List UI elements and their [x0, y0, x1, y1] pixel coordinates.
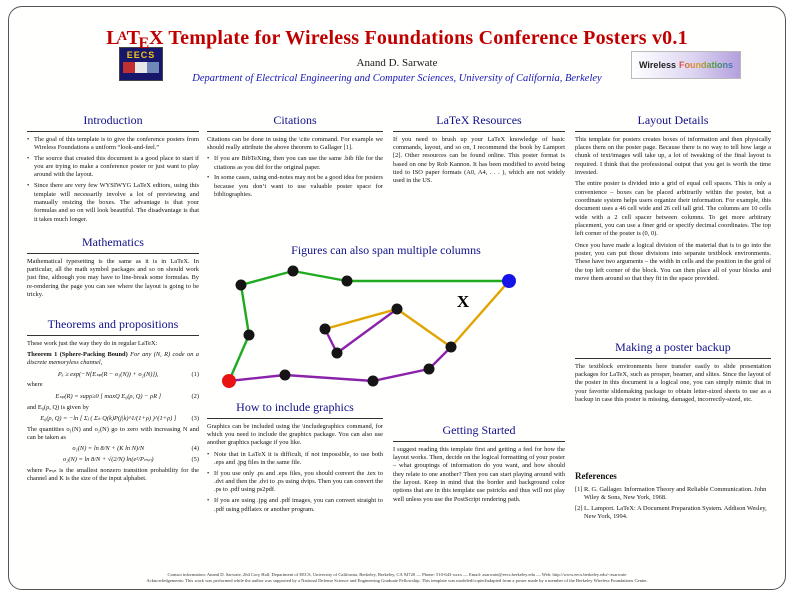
theorem-text: For any (N, R) code on a discrete memory… [27, 350, 199, 367]
poster-title: LATEX Template for Wireless Foundations … [9, 27, 785, 53]
theorems-quantities: The quantities o₁(N) and o₂(N) go to zer… [27, 425, 199, 442]
equation-3-number: (3) [191, 414, 199, 422]
layout-details-paragraph-2: The entire poster is divided into a grid… [575, 180, 771, 238]
section-graphics: How to include graphics Graphics can be … [207, 400, 383, 516]
getting-started-body: I suggest reading this template first an… [393, 445, 565, 503]
author-affiliation: Department of Electrical Engineering and… [192, 73, 602, 84]
theorem-statement: Theorem 1 (Sphere-Packing Bound) For any… [27, 351, 199, 368]
intro-bullet-3-text: Since there are very few WYSIWYG LaTeX e… [34, 182, 199, 223]
graphics-bullet-3: If you are using .jpg and .pdf images, y… [207, 497, 383, 514]
equation-5-number: (5) [191, 456, 199, 464]
citations-bullet-1: If you are BibTeXing, then you can use t… [207, 155, 383, 172]
section-introduction: Introduction The goal of this template i… [27, 113, 199, 226]
graphics-bullet-2: If you use only .ps and .eps files, you … [207, 470, 383, 495]
reference-item-1: [1] R. G. Gallager. Information Theory a… [575, 485, 767, 502]
eecs-logo-text: EECS [126, 50, 156, 60]
poster-title-text: Template for Wireless Foundations Confer… [163, 27, 688, 49]
wireless-foundations-logo: Wireless Foundations [631, 51, 741, 79]
citations-bullet-1-text: If you are BibTeXing, then you can use t… [214, 155, 383, 171]
eecs-logo-graphic [123, 62, 159, 73]
layout-details-paragraph-1: This template for posters creates boxes … [575, 135, 771, 176]
equation-4: o₁(N) = ln 8/N + (K ln N)/N (4) [27, 445, 199, 453]
layout-details-title: Layout Details [575, 113, 771, 132]
citations-paragraph: Citations can be done in using the \cite… [207, 135, 383, 151]
latex-logo-t: T [126, 27, 141, 49]
graphics-title: How to include graphics [207, 400, 383, 419]
section-theorems: Theorems and propositions These work jus… [27, 317, 199, 487]
wf-logo-word1: Wireless [639, 60, 676, 70]
equation-2: Eₛₚ(R) = supρ≥0 [ maxQ E₀(ρ, Q) − ρR ] (2… [27, 393, 199, 401]
citations-title: Citations [207, 113, 383, 132]
section-getting-started: Getting Started I suggest reading this t… [393, 423, 565, 507]
latex-logo-e: E [138, 34, 150, 52]
intro-bullet-2: The source that created this document is… [27, 155, 199, 180]
latex-logo-x: X [148, 27, 164, 49]
mathematics-body: Mathematical typesetting is the same as … [27, 257, 199, 298]
equation-2-formula: Eₛₚ(R) = supρ≥0 [ maxQ E₀(ρ, Q) − ρR ] [55, 392, 162, 400]
equation-3: E₀(ρ, Q) = −ln [ Σⱼ ( Σₖ Q(k)P(j|k)^1/(1… [27, 415, 199, 423]
reference-item-2: [2] L. Lamport. LaTeX: A Document Prepar… [575, 504, 767, 521]
theorems-intro: These work just the way they do in regul… [27, 339, 158, 347]
backup-body: The textblock environments here transfer… [575, 362, 771, 403]
equation-2-number: (2) [191, 392, 199, 400]
latex-logo-l: L [106, 27, 120, 49]
eecs-logo-red-block [123, 62, 135, 73]
intro-bullet-1-text: The goal of this template is to give the… [34, 135, 199, 151]
eecs-logo: EECS [119, 47, 163, 81]
equation-1-number: (1) [191, 370, 199, 378]
footer-contact-line: Contact information: Anand D. Sarwate, 2… [167, 571, 627, 577]
equation-4-formula: o₁(N) = ln 8/N + (K ln N)/N [72, 445, 145, 453]
theorem-label: Theorem 1 (Sphere-Packing Bound) [27, 350, 128, 358]
graphics-bullet-1-text: Note that in LaTeX it is difficult, if n… [214, 450, 383, 466]
graph-figure: X [207, 263, 565, 393]
layout-details-paragraph-3: Once you have made a logical division of… [575, 241, 771, 282]
equation-1-formula: Pₑ ≥ exp(−N{Eₛₚ(R − o₁(N)) + o₂(N)}), [57, 370, 159, 378]
section-latex-resources: LaTeX Resources If you need to brush up … [393, 113, 565, 189]
poster-footer: Contact information: Anand D. Sarwate, 2… [37, 572, 757, 585]
section-citations: Citations Citations can be done in using… [207, 113, 383, 202]
equation-3-formula: E₀(ρ, Q) = −ln [ Σⱼ ( Σₖ Q(k)P(j|k)^1/(1… [40, 414, 177, 422]
graphics-bullet-3-text: If you are using .jpg and .pdf images, y… [214, 497, 383, 513]
backup-title: Making a poster backup [575, 340, 771, 359]
citations-bullet-2-text: In some cases, using end-notes may not b… [214, 174, 383, 199]
theorems-where: where [27, 381, 43, 389]
theorems-title: Theorems and propositions [27, 317, 199, 336]
graphics-bullet-1: Note that in LaTeX it is difficult, if n… [207, 451, 383, 468]
graphics-paragraph: Graphics can be included using the \incl… [207, 422, 383, 447]
latex-resources-title: LaTeX Resources [393, 113, 565, 132]
references-title: References [575, 471, 617, 481]
intro-bullet-2-text: The source that created this document is… [34, 154, 199, 179]
footer-acknowledgements-line: Acknowledgements: This work was performe… [146, 578, 648, 584]
citations-bullet-2: In some cases, using end-notes may not b… [207, 174, 383, 199]
equation-5-formula: o₂(N) = ln 8/N + √(2/N) ln(e²/Pₘᵢₙ) [63, 456, 154, 464]
equation-5: o₂(N) = ln 8/N + √(2/N) ln(e²/Pₘᵢₙ) (5) [27, 456, 199, 464]
section-layout-details: Layout Details This template for posters… [575, 113, 771, 286]
eecs-logo-blue-block [147, 62, 159, 73]
author-name: Anand D. Sarwate [356, 57, 438, 69]
introduction-title: Introduction [27, 113, 199, 132]
section-references: References [1] R. G. Gallager. Informati… [575, 471, 771, 524]
graph-figure-svg: X [222, 265, 516, 388]
intro-bullet-1: The goal of this template is to give the… [27, 136, 199, 153]
getting-started-title: Getting Started [393, 423, 565, 442]
section-backup: Making a poster backup The textblock env… [575, 340, 771, 407]
latex-resources-body: If you need to brush up your LaTeX knowl… [393, 135, 565, 185]
equation-1: Pₑ ≥ exp(−N{Eₛₚ(R − o₁(N)) + o₂(N)}), (1) [27, 371, 199, 379]
poster-page: EECS LATEX Template for Wireless Foundat… [8, 6, 786, 590]
latex-logo-a: A [118, 29, 128, 44]
intro-bullet-3: Since there are very few WYSIWYG LaTeX e… [27, 182, 199, 224]
wf-logo-word2: Foundations [678, 60, 733, 70]
section-mathematics: Mathematics Mathematical typesetting is … [27, 235, 199, 302]
mathematics-title: Mathematics [27, 235, 199, 254]
theorems-and-text: and E₀(ρ, Q) is given by [27, 403, 89, 411]
eecs-logo-white-block [135, 62, 147, 73]
theorems-closing: where Pₘᵢₙ is the smallest nonzero trans… [27, 467, 199, 483]
figure-title: Figures can also span multiple columns [291, 243, 481, 257]
equation-4-number: (4) [191, 445, 199, 453]
svg-text:X: X [457, 292, 470, 311]
figure-block: Figures can also span multiple columns X [207, 243, 565, 393]
graphics-bullet-2-text: If you use only .ps and .eps files, you … [214, 469, 383, 494]
